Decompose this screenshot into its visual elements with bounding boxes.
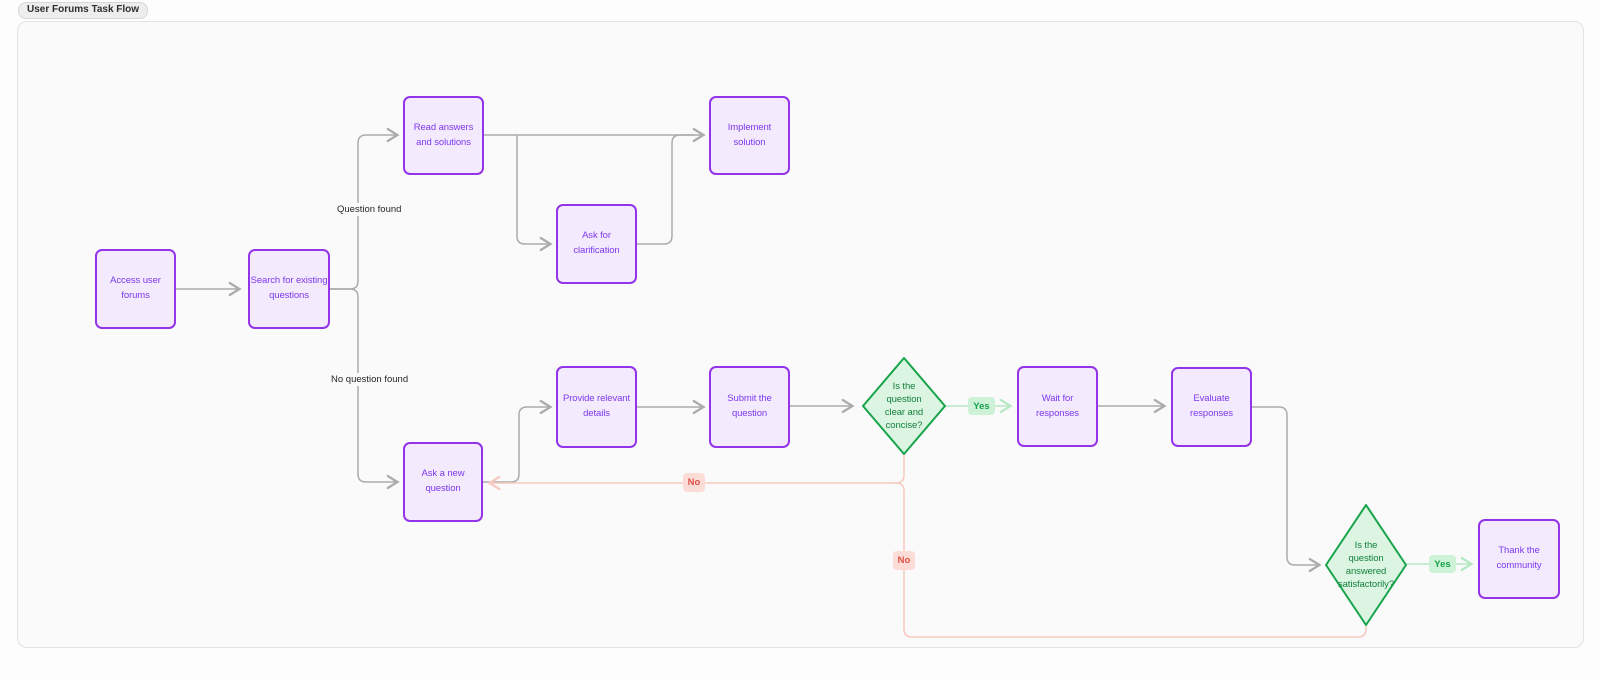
node-thank-community[interactable]: Thank the community <box>1478 519 1560 599</box>
node-access-user-forums[interactable]: Access user forums <box>95 249 176 329</box>
node-implement-solution[interactable]: Implement solution <box>709 96 790 175</box>
node-label: Evaluate responses <box>1190 393 1233 419</box>
decision-question-clear-label: Is the question clear and concise? <box>864 358 944 454</box>
decision-question-answered-shape[interactable] <box>1325 504 1407 626</box>
node-ask-new-question[interactable]: Ask a new question <box>403 442 483 522</box>
diagram-title-badge: User Forums Task Flow <box>18 2 149 19</box>
node-label: Wait for responses <box>1036 392 1079 419</box>
badge-no-decision1: No <box>683 473 705 492</box>
decision-question-answered-label: Is the question answered satisfactorily? <box>1326 505 1406 625</box>
node-ask-clarification[interactable]: Ask for clarification <box>556 204 637 284</box>
node-provide-details[interactable]: Provide relevant details <box>556 366 637 448</box>
node-label: Provide relevant details <box>562 393 631 419</box>
node-search-existing[interactable]: Search for existing questions <box>248 249 330 329</box>
node-label: Ask a new question <box>421 468 465 494</box>
node-read-answers[interactable]: Read answers and solutions <box>403 96 484 175</box>
node-evaluate-responses[interactable]: Evaluate responses <box>1171 367 1252 447</box>
decision-label-text: Is the question answered satisfactorily? <box>1337 539 1395 591</box>
edge-label-question-found: Question found <box>334 203 405 216</box>
badge-no-decision2: No <box>893 551 915 570</box>
edge-asknew-to-provide <box>483 399 553 483</box>
edge-evaluate-to-decision2 <box>1252 406 1322 573</box>
edge-decision2-no-to-asknew <box>891 482 1367 638</box>
edge-label-no-question-found: No question found <box>328 373 412 386</box>
node-label: Ask for clarification <box>573 230 620 256</box>
badge-yes-decision1: Yes <box>968 397 995 415</box>
node-label: Read answers and solutions <box>413 121 474 148</box>
node-label: Thank the community <box>1496 545 1542 571</box>
node-submit-question[interactable]: Submit the question <box>709 366 790 448</box>
node-label: Submit the question <box>727 393 772 419</box>
decision-label-text: Is the question clear and concise? <box>884 380 924 432</box>
edge-clarify-to-implement <box>637 134 694 245</box>
node-label: Search for existing questions <box>250 275 328 301</box>
edge-read-to-clarify <box>516 135 553 252</box>
badge-yes-decision2: Yes <box>1429 555 1456 573</box>
flow-canvas[interactable] <box>17 21 1584 648</box>
node-wait-responses[interactable]: Wait for responses <box>1017 366 1098 447</box>
node-label: Implement solution <box>727 121 772 148</box>
edge-decision1-no-to-asknew <box>487 454 905 491</box>
decision-question-clear-shape[interactable] <box>862 357 946 455</box>
node-label: Access user forums <box>110 275 161 301</box>
